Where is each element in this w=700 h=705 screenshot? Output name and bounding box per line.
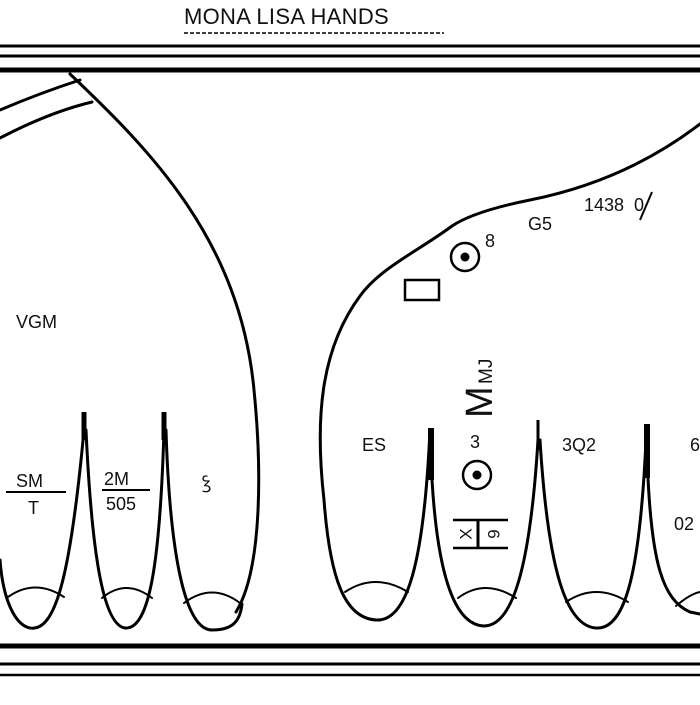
right-finger-4-outline (646, 476, 700, 616)
right-finger-3-nail (565, 591, 629, 603)
label-curl-symbol: ꝣ (202, 472, 211, 493)
label-es: ES (362, 435, 386, 455)
left-finger-3-nail (183, 591, 241, 604)
left-finger-3-outline (164, 428, 244, 632)
label-6-partial: 6 (690, 435, 700, 455)
target-dot-top (460, 252, 470, 262)
label-9-rotated: 9 (485, 529, 504, 538)
right-finger-3-outline (538, 438, 648, 630)
label-3: 3 (470, 432, 480, 452)
label-code-slashed-zero: 0 (634, 195, 644, 215)
right-hand-outline (318, 122, 700, 502)
label-505: 505 (106, 494, 136, 514)
left-finger-2-outline (84, 428, 166, 630)
left-cuff-line-1 (0, 78, 82, 112)
label-mmj-small: MJ (476, 359, 497, 384)
slash-through-zero (639, 191, 653, 221)
label-8: 8 (485, 231, 495, 251)
label-g5: G5 (528, 214, 552, 234)
left-hand-outline (68, 72, 261, 614)
target-circle-bottom (461, 459, 493, 491)
label-2m: 2M (104, 469, 129, 489)
right-finger-1-nail (344, 581, 409, 593)
label-vgm: VGM (16, 312, 57, 332)
right-finger-4-nail (675, 591, 700, 607)
label-sm: SM (16, 471, 43, 491)
label-x-rotated: X (457, 528, 476, 539)
rectangle-symbol (403, 278, 441, 302)
right-finger-1-outline (322, 428, 432, 622)
label-mmj-rotated: M MJ (459, 359, 501, 418)
left-finger-1-outline (0, 428, 86, 630)
left-cuff-line-2 (0, 100, 94, 140)
left-finger-2-nail (101, 587, 153, 599)
right-finger-2-outline (430, 438, 540, 628)
label-3q2: 3Q2 (562, 435, 596, 455)
diagram-title: MONA LISA HANDS (184, 4, 389, 29)
target-dot-bottom (472, 470, 482, 480)
label-t: T (28, 498, 39, 518)
target-circle-top (449, 241, 481, 273)
label-mmj-big: M (459, 386, 501, 418)
left-finger-1-nail (7, 586, 65, 598)
label-02-partial: 02 (674, 514, 694, 534)
right-finger-2-nail (457, 587, 517, 599)
label-code: 1438 (584, 195, 624, 215)
